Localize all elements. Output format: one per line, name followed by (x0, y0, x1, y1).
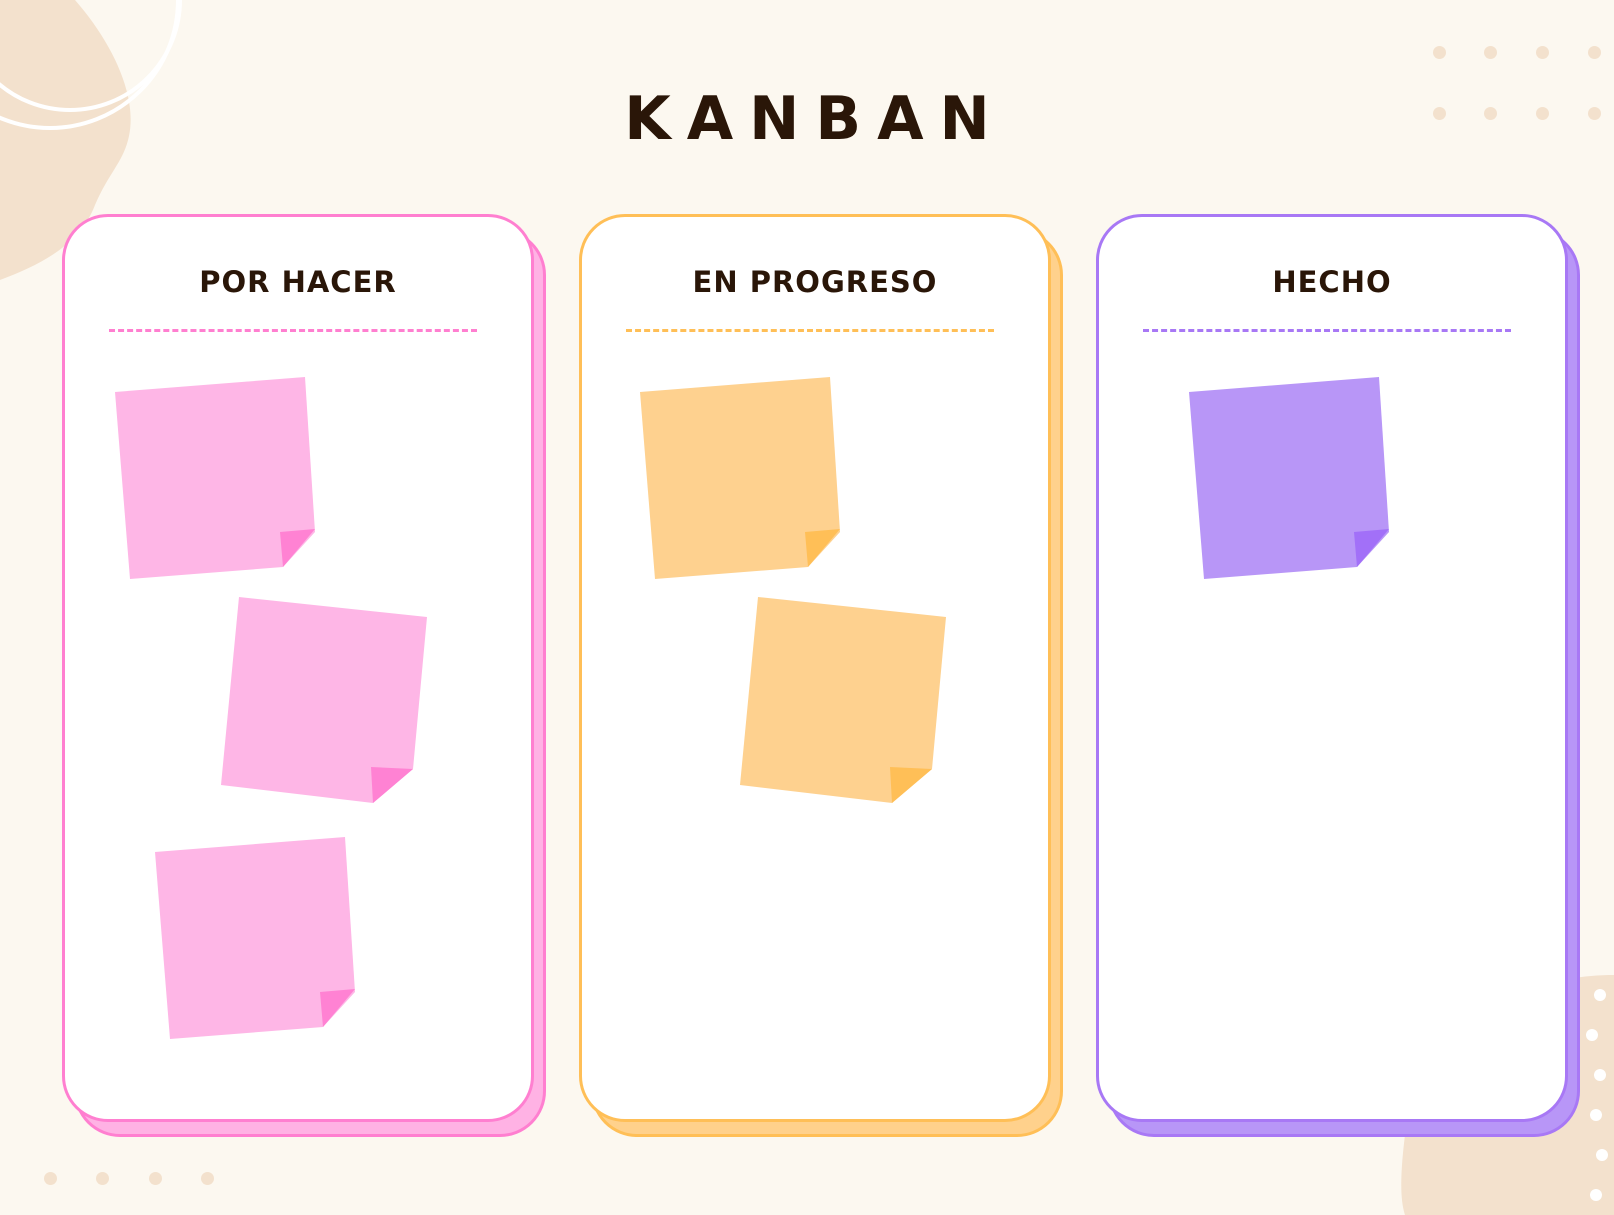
sticky-note[interactable] (1189, 377, 1395, 583)
sticky-note-body (740, 597, 946, 803)
column-card: HECHO (1096, 214, 1568, 1122)
column-in-progress[interactable]: EN PROGRESO (579, 214, 1063, 1137)
sticky-note-fold (320, 989, 355, 1027)
sticky-note-fold (890, 767, 932, 803)
decor-dot (149, 1172, 162, 1185)
column-title: POR HACER (199, 265, 397, 299)
decor-dot (44, 1172, 57, 1185)
column-card: EN PROGRESO (579, 214, 1051, 1122)
decor-dot (96, 1172, 109, 1185)
sticky-note-fold (371, 767, 413, 803)
sticky-note[interactable] (221, 597, 427, 803)
decor-dot (1536, 46, 1549, 59)
decor-dot (1433, 46, 1446, 59)
decor-dot (1588, 107, 1601, 120)
sticky-note-fold (280, 529, 315, 567)
sticky-note-fold (1354, 529, 1389, 567)
sticky-note-body (155, 837, 355, 1039)
column-todo[interactable]: POR HACER (62, 214, 546, 1137)
sticky-note-body (1189, 377, 1389, 579)
decor-dot (1588, 46, 1601, 59)
decor-dot (1536, 107, 1549, 120)
board-title: KANBAN (624, 84, 1006, 154)
column-divider (626, 329, 994, 332)
sticky-note[interactable] (640, 377, 846, 583)
column-divider (1143, 329, 1511, 332)
sticky-note[interactable] (155, 837, 361, 1043)
decor-dot (1484, 46, 1497, 59)
column-divider (109, 329, 477, 332)
column-done[interactable]: HECHO (1096, 214, 1580, 1137)
sticky-note[interactable] (115, 377, 321, 583)
background-blob-top-left (0, 0, 182, 280)
sticky-note-fold (805, 529, 840, 567)
decor-dot (201, 1172, 214, 1185)
decor-dot (1433, 107, 1446, 120)
sticky-note[interactable] (740, 597, 946, 803)
sticky-note-body (115, 377, 315, 579)
column-title: HECHO (1272, 265, 1392, 299)
sticky-note-body (640, 377, 840, 579)
decor-dot (1484, 107, 1497, 120)
column-card: POR HACER (62, 214, 534, 1122)
sticky-note-body (221, 597, 427, 803)
column-title: EN PROGRESO (692, 265, 938, 299)
